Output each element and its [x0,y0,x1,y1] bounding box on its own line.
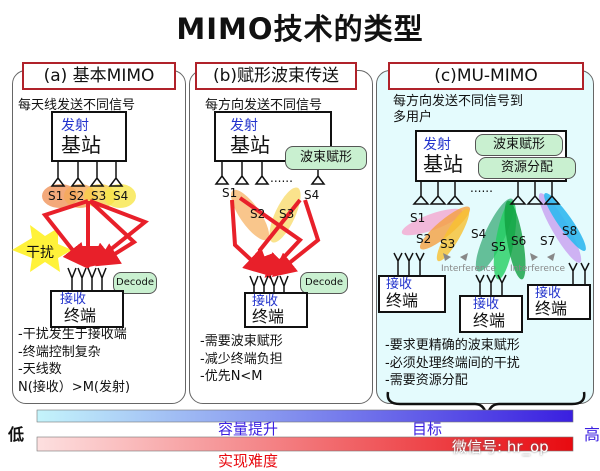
rx-name: 终端 [535,299,568,318]
decode-bubble: Decode [113,272,157,294]
tx-label: 发射 [423,137,451,153]
note: -干扰发生于接收端 [18,327,127,342]
capacity-bar [36,409,574,423]
antenna-ellipsis: ...... [470,181,493,195]
panel-c-graphics [386,180,590,419]
rx-label: 接收 [252,294,279,309]
panel-c-description: 每方向发送不同信号到 多用户 [393,94,523,126]
target-label: 目标 [412,420,443,438]
stream-s2: S2 [250,207,266,221]
beamforming-bubble: 波束赋形 [285,146,367,170]
tx-name: 基站 [230,133,270,157]
rx-label: 接收 [473,297,500,312]
tx-label: 发射 [61,118,89,134]
note: -天线数 [18,362,62,377]
terminal-c3: 接收 终端 [527,284,591,320]
panel-a-description: 每天线发送不同信号 [18,98,136,113]
panel-b-title: (b)赋形波束传送 [195,62,357,90]
antenna-ellipsis: ...... [270,171,293,185]
interference-label: Interference [441,264,497,274]
stream-s8: S8 [562,224,578,238]
resource-allocation-bubble: 资源分配 [478,157,576,179]
scale-low-label: 低 [8,425,25,444]
panel-a-title: (a) 基本MIMO [22,62,176,90]
terminal-a: 接收 终端 [50,290,124,328]
decode-bubble: Decode [300,272,348,294]
note: -需要资源分配 [385,373,468,388]
tx-label: 发射 [230,118,258,134]
panel-a-graphics [12,160,149,290]
stream-s1: S1 [48,189,64,203]
panel-c-title: (c)MU-MIMO [388,62,584,90]
note: N(接收）>M(发射) [18,379,131,395]
capacity-label: 容量提升 [218,420,279,438]
rx-label: 接收 [60,292,87,307]
stream-s2: S2 [416,232,432,246]
tx-name: 基站 [61,133,101,157]
stream-s1: S1 [222,186,238,200]
stream-s6: S6 [511,234,527,248]
note: -终端控制复杂 [18,344,101,360]
stream-s3: S3 [279,207,295,221]
stream-s3: S3 [91,189,107,203]
panel-a-notes: -干扰发生于接收端 -终端控制复杂 -天线数 N(接收）>M(发射) [18,326,130,396]
rx-name: 终端 [386,291,419,310]
rx-label: 接收 [535,286,562,301]
panel-b-graphics [214,160,326,294]
scale-high-label: 高 [584,425,600,444]
difficulty-bar [36,436,574,452]
rx-name: 终端 [64,306,97,325]
base-station-b: 发射 基站 [214,111,332,162]
note: -必须处理终端间的干扰 [385,355,520,371]
stream-s1: S1 [410,211,426,225]
beamforming-bubble: 波束赋形 [475,134,563,156]
stream-s4: S4 [113,189,129,203]
watermark: 微信号: hr_op [452,438,549,456]
description-line: 多用户 [393,110,433,125]
interference-label: Interference [510,264,566,274]
note: -优先N<M [200,369,263,384]
stream-s7: S7 [540,234,556,248]
terminal-c1: 接收 终端 [378,275,446,313]
note: -需要波束赋形 [200,334,283,349]
rx-name: 终端 [473,311,506,330]
note: -要求更精确的波束赋形 [385,338,520,353]
panel-c-notes: -要求更精确的波束赋形 -必须处理终端间的干扰 -需要资源分配 [385,337,520,390]
page-title: MIMO技术的类型 [176,12,424,46]
stream-s4: S4 [304,188,320,202]
tx-name: 基站 [423,152,463,176]
panel-b-description: 每方向发送不同信号 [205,98,323,113]
stream-s5: S5 [491,240,507,254]
rx-name: 终端 [252,307,285,326]
description-line: 每方向发送不同信号到 [393,94,524,109]
panel-b-notes: -需要波束赋形 -减少终端负担 -优先N<M [200,333,283,386]
note: -减少终端负担 [200,351,283,367]
rx-label: 接收 [386,277,413,292]
stream-s4: S4 [471,227,487,241]
difficulty-label: 实现难度 [218,452,279,470]
interference-burst-label: 干扰 [26,245,54,261]
stream-s3: S3 [440,237,456,251]
base-station-a: 发射 基站 [51,111,127,162]
stream-s2: S2 [69,189,85,203]
terminal-b: 接收 终端 [244,292,308,328]
terminal-c2: 接收 终端 [459,295,523,333]
